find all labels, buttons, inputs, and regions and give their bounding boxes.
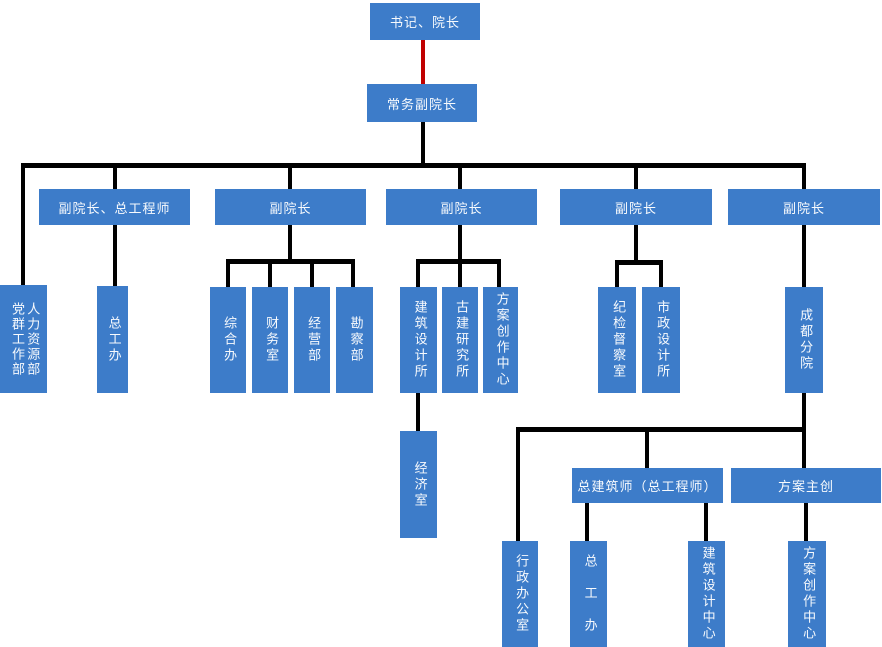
node-vice-dean-4: 副院长 <box>560 189 712 225</box>
node-label: 副院长 <box>782 201 825 217</box>
node-label: 方案创作中心 <box>800 546 816 642</box>
node-label: 财务室 <box>263 316 279 364</box>
connector-drop-zongjianzhushi <box>645 427 649 468</box>
connector-rail-chengdu <box>516 427 806 432</box>
connector-drop-kancha <box>351 259 355 287</box>
connector-v3-top <box>458 167 462 189</box>
node-label-party-mass-dept: 党群工作部 <box>9 301 24 377</box>
node-architectural-design-institute: 建筑设计所 <box>400 287 437 393</box>
node-admin-office: 行政办公室 <box>502 541 538 647</box>
node-label: 副院长 <box>614 201 657 217</box>
node-label: 成都分院 <box>797 308 813 372</box>
node-chief-engineer-office-left: 总工办 <box>97 286 128 393</box>
node-label: 总工办 <box>105 315 121 364</box>
node-chief-architect: 总建筑师（总工程师） <box>572 468 723 503</box>
node-vice-dean-3: 副院长 <box>386 189 537 225</box>
node-chief-engineer-office-bottom: 总 工 办 <box>570 541 607 647</box>
connector-v1-top <box>113 167 117 189</box>
node-label: 副院长、总工程师 <box>58 201 171 217</box>
node-architectural-design-center: 建筑设计中心 <box>688 541 725 647</box>
node-label: 常务副院长 <box>386 97 457 113</box>
node-scheme-lead: 方案主创 <box>731 468 881 503</box>
node-scheme-creation-center-2: 方案创作中心 <box>788 541 826 647</box>
connector-drop-zonggongban-bottom <box>585 503 589 541</box>
node-discipline-inspection-office: 纪检督察室 <box>598 287 636 393</box>
connector-drop-jingying <box>310 259 314 287</box>
connector-chengdu-stem <box>802 393 806 427</box>
connector-drop-gujian <box>458 259 462 287</box>
node-label: 古建研究所 <box>453 300 469 380</box>
connector-root-red <box>421 40 425 84</box>
connector-stem <box>421 122 425 163</box>
node-label: 市政设计所 <box>654 300 670 380</box>
node-finance-office: 财务室 <box>252 287 288 393</box>
connector-v2-bottom <box>288 225 292 261</box>
connector-spine <box>21 163 806 168</box>
connector-drop-jianzhushejizhongxin <box>704 503 708 541</box>
connector-v4-bottom <box>634 225 638 262</box>
node-general-office: 综合办 <box>210 287 246 393</box>
connector-v5-top <box>802 163 806 189</box>
node-label: 行政办公室 <box>513 554 529 634</box>
node-label: 副院长 <box>440 201 483 217</box>
node-label-hr-dept: 人力资源部 <box>24 301 40 377</box>
connector-drop-fanganchuangzuo2 <box>804 503 808 541</box>
connector-drop-jijian <box>615 260 619 287</box>
connector-v4-top <box>634 167 638 190</box>
node-scheme-creation-center-1: 方案创作中心 <box>483 287 518 393</box>
node-business-dept: 经营部 <box>294 287 330 393</box>
node-chengdu-branch: 成都分院 <box>785 287 823 393</box>
node-label: 经营部 <box>305 316 321 364</box>
connector-v1-bottom <box>113 225 117 286</box>
node-vice-dean-5: 副院长 <box>728 189 880 225</box>
node-label: 纪检督察室 <box>610 300 626 380</box>
node-label: 经济室 <box>411 460 427 509</box>
connector-drop-caiwu <box>268 259 272 287</box>
node-label: 建筑设计中心 <box>699 546 715 642</box>
connector-v3-bottom <box>458 225 462 261</box>
connector-drop-shizheng <box>659 260 663 287</box>
node-vice-dean-chief-engineer: 副院长、总工程师 <box>39 189 190 225</box>
node-ancient-architecture-institute: 古建研究所 <box>442 287 478 393</box>
connector-drop-xingzheng <box>516 427 520 541</box>
connector-drop-fanganchuangzuo1 <box>497 259 501 287</box>
connector-left-group <box>21 163 25 285</box>
connector-v5-bottom <box>802 225 806 287</box>
node-label: 勘察部 <box>347 316 363 364</box>
node-label: 建筑设计所 <box>411 300 427 380</box>
node-label: 书记、院长 <box>389 16 460 31</box>
connector-jingji <box>416 393 420 431</box>
connector-drop-jianzhushejisuo <box>416 259 420 287</box>
connector-rail-v2 <box>226 259 355 264</box>
node-economy-office: 经济室 <box>400 431 437 538</box>
node-vice-dean-2: 副院长 <box>215 189 366 225</box>
node-label: 总建筑师（总工程师） <box>577 480 718 495</box>
node-secretary-dean: 书记、院长 <box>370 3 480 40</box>
connector-rail-v4 <box>615 260 663 265</box>
connector-drop-fanganzhuchuang <box>802 427 806 468</box>
connector-drop-zonghe <box>226 259 230 287</box>
connector-v2-top <box>288 167 292 189</box>
node-label: 总 工 办 <box>581 554 597 634</box>
node-survey-dept: 勘察部 <box>336 287 373 393</box>
node-label: 方案主创 <box>777 480 834 495</box>
node-municipal-design-institute: 市政设计所 <box>642 287 680 393</box>
node-party-hr-dept: 党群工作部 人力资源部 <box>0 285 47 393</box>
node-label: 副院长 <box>269 201 312 217</box>
node-executive-vice-dean: 常务副院长 <box>367 84 477 122</box>
node-label: 综合办 <box>221 316 237 364</box>
node-label: 方案创作中心 <box>493 292 509 388</box>
